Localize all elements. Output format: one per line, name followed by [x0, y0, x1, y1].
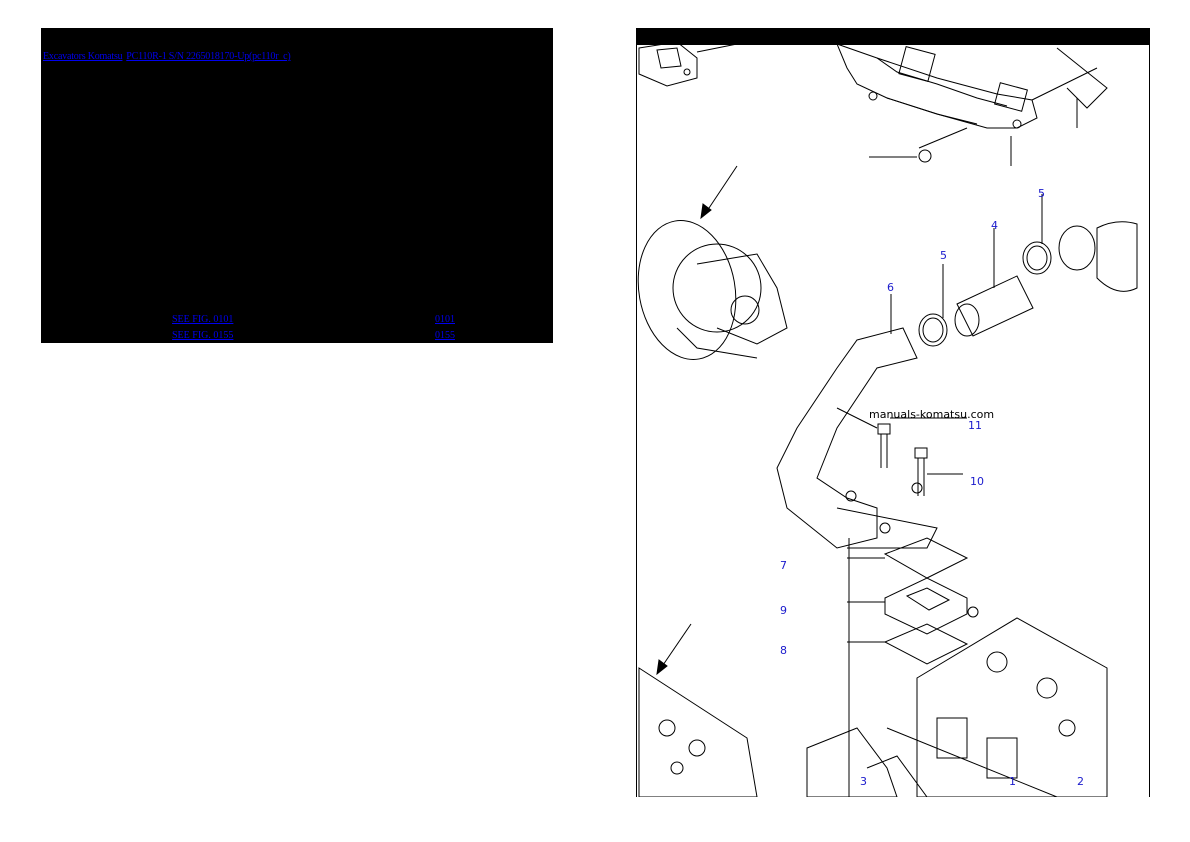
- callout-part-11[interactable]: 11: [968, 419, 982, 432]
- hose-clamp-icon: [1022, 194, 1138, 292]
- intake-manifold-icon: [806, 727, 1058, 797]
- see-fig-link[interactable]: SEE FIG. 0155: [172, 330, 234, 341]
- arrow-head-icon: [656, 659, 668, 676]
- gasket-icon: [847, 537, 969, 579]
- arrow-head-icon: [700, 203, 712, 220]
- rocker-cover-icon: [836, 43, 1108, 129]
- gasket-icon: [847, 623, 969, 665]
- breadcrumb-model-link[interactable]: PC110R-1 S/N 2265018170-Up(pc110r_c): [126, 51, 291, 62]
- parts-diagram-panel: 5 4 5 6 manuals-komatsu.com 11 10 7 9 8 …: [636, 28, 1150, 797]
- cylinder-head-icon: [638, 667, 758, 797]
- callout-part-5[interactable]: 5: [940, 249, 947, 262]
- reference-row: SEE FIG. 0155 0155: [41, 330, 553, 344]
- callout-part-5[interactable]: 5: [1038, 187, 1045, 200]
- watermark-text: manuals-komatsu.com: [869, 408, 995, 421]
- fig-number-link[interactable]: 0101: [435, 314, 455, 325]
- intake-heater-icon: [847, 577, 979, 635]
- diagram-header-bar: [637, 28, 1149, 45]
- breadcrumb-category-link[interactable]: Excavators Komatsu: [43, 51, 123, 62]
- callout-part-4[interactable]: 4: [991, 219, 998, 232]
- callout-part-2[interactable]: 2: [1077, 775, 1084, 788]
- fig-number-link[interactable]: 0155: [435, 330, 455, 341]
- callout-part-10[interactable]: 10: [970, 475, 984, 488]
- bolt-icon: [914, 447, 963, 496]
- arrow-line: [660, 623, 692, 669]
- callout-part-9[interactable]: 9: [780, 604, 787, 617]
- hose-clamp-icon: [918, 264, 948, 347]
- callout-part-7[interactable]: 7: [780, 559, 787, 572]
- callout-part-3[interactable]: 3: [860, 775, 867, 788]
- reference-row: SEE FIG. 0101 0101: [41, 314, 553, 328]
- breadcrumb: Excavators Komatsu PC110R-1 S/N 22650181…: [43, 46, 291, 64]
- callout-part-6[interactable]: 6: [887, 281, 894, 294]
- see-fig-link[interactable]: SEE FIG. 0101: [172, 314, 234, 325]
- info-panel: Excavators Komatsu PC110R-1 S/N 22650181…: [41, 28, 553, 343]
- bolt-icon: [869, 103, 1078, 166]
- housing-fragment-icon: [638, 41, 738, 87]
- arrow-line: [704, 165, 738, 215]
- bolt-icon: [877, 417, 967, 468]
- hose-icon: [954, 228, 1034, 337]
- intake-pipe-icon: [776, 294, 938, 549]
- cylinder-head-icon: [916, 617, 1108, 797]
- turbocharger-icon: [637, 220, 788, 360]
- callout-part-8[interactable]: 8: [780, 644, 787, 657]
- exploded-parts-drawing: [637, 41, 1138, 797]
- callout-part-1[interactable]: 1: [1009, 775, 1016, 788]
